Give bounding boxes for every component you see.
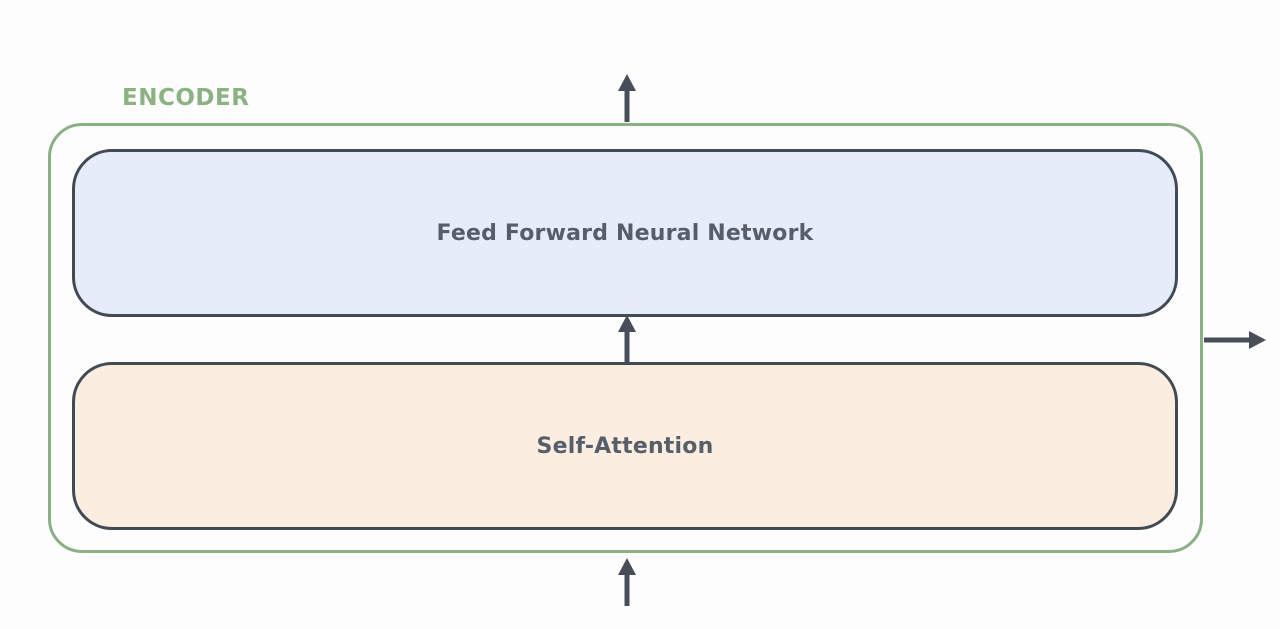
feed-forward-block: Feed Forward Neural Network [72,149,1178,317]
self-attention-label: Self-Attention [536,433,714,459]
encoder-box: Feed Forward Neural Network Self-Attenti… [48,123,1203,553]
feed-forward-label: Feed Forward Neural Network [436,220,814,246]
encoder-label: ENCODER [122,85,250,111]
self-attention-block: Self-Attention [72,362,1178,530]
arrow-up-icon [618,315,636,363]
arrow-up-icon [618,558,636,606]
arrow-right-icon [1204,331,1266,349]
arrow-up-icon [618,74,636,122]
